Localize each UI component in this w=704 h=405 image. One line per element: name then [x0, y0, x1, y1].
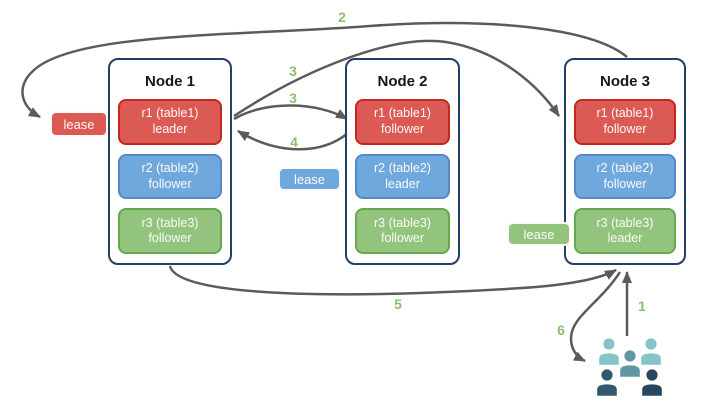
user-figure [618, 348, 642, 379]
replica-name: r3 (table3) [141, 215, 199, 230]
step-label-1: 1 [638, 298, 646, 314]
replica-role: leader [152, 121, 188, 136]
lease-badge-table2: lease [278, 167, 341, 191]
node-title: Node 1 [144, 73, 195, 90]
replica-role: leader [607, 231, 643, 246]
replica-role: follower [148, 176, 192, 191]
lease-badge-table1: lease [50, 111, 108, 137]
replica-name: r2 (table2) [374, 160, 431, 175]
node-3-replica-r3: r3 (table3) leader [574, 208, 676, 255]
replica-name: r1 (table1) [374, 106, 431, 121]
step-label-2: 2 [338, 9, 346, 25]
user-figure [595, 367, 619, 398]
arrow-step-3-leader-to-node3-follower [233, 39, 561, 118]
arrow-step-5-node1-to-node3 [168, 265, 617, 296]
arrow-step-2-node3-to-leaseholder [21, 21, 628, 119]
step-label-4: 4 [290, 134, 298, 150]
replica-role: follower [603, 121, 647, 136]
node-1: Node 1 r1 (table1) leader r2 (table2) fo… [108, 58, 232, 265]
replica-role: follower [380, 231, 425, 246]
replica-name: r2 (table2) [596, 160, 654, 175]
node-2: Node 2 r1 (table1) follower r2 (table2) … [345, 58, 460, 265]
replica-role: follower [603, 176, 647, 191]
step-label-3b: 3 [289, 90, 297, 106]
step-label-6: 6 [557, 322, 565, 338]
replica-role: follower [380, 121, 425, 136]
replica-name: r2 (table2) [141, 160, 199, 175]
step-label-5: 5 [394, 296, 402, 312]
node-2-replica-r3: r3 (table3) follower [355, 208, 450, 255]
node-3-replica-r1: r1 (table1) follower [574, 99, 676, 145]
node-3-replica-r2: r2 (table2) follower [574, 153, 676, 200]
arrow-step-3-leader-to-node2-follower [233, 104, 348, 121]
node-1-replica-r1: r1 (table1) leader [118, 99, 222, 145]
user-group-icon [595, 336, 664, 398]
user-figure [639, 336, 663, 367]
user-figure [597, 336, 621, 367]
node-1-replica-r2: r2 (table2) follower [118, 153, 222, 200]
replica-name: r3 (table3) [596, 215, 654, 230]
arrow-step-4-follower-to-leader [237, 129, 349, 151]
step-label-3a: 3 [289, 63, 297, 79]
node-title: Node 3 [599, 73, 650, 90]
node-2-replica-r2: r2 (table2) leader [355, 153, 450, 200]
arrow-step-6-node3-to-client [569, 271, 622, 363]
node-title: Node 2 [377, 73, 428, 90]
node-2-replica-r1: r1 (table1) follower [355, 99, 450, 145]
node-1-replica-r3: r3 (table3) follower [118, 208, 222, 255]
replica-role: follower [148, 231, 192, 246]
replica-name: r1 (table1) [141, 106, 199, 121]
user-figure [640, 367, 664, 398]
replica-name: r1 (table1) [596, 106, 654, 121]
lease-badge-table3: lease [507, 222, 571, 246]
replica-name: r3 (table3) [374, 215, 431, 230]
node-3: Node 3 r1 (table1) follower r2 (table2) … [564, 58, 686, 265]
replica-role: leader [385, 176, 420, 191]
